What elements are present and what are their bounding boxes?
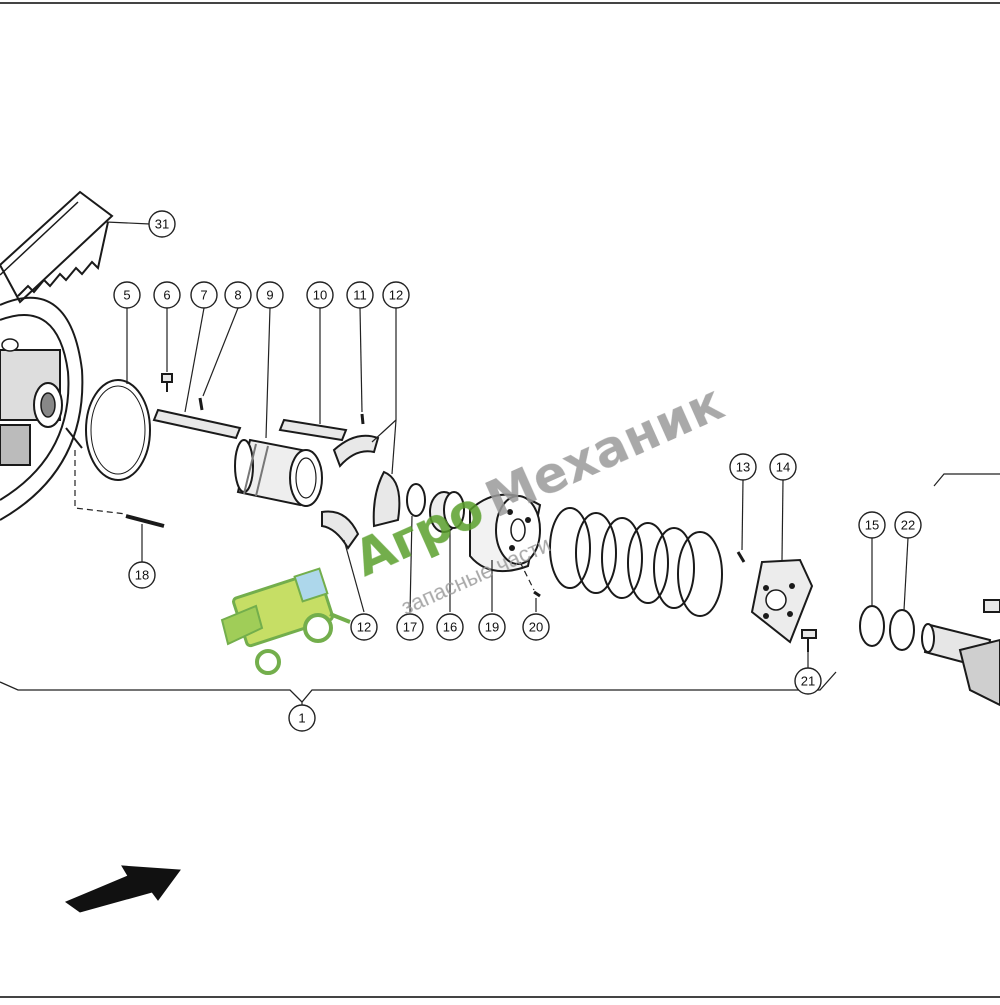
leader-11 [359, 307, 363, 413]
pin-part-13 [736, 551, 746, 563]
pin-part-8 [198, 397, 204, 411]
bolt-part-21 [801, 629, 817, 652]
bracket-top-right [933, 473, 1000, 487]
callout-16: 16 [436, 613, 464, 641]
combine-harvester-logo-icon [220, 567, 351, 675]
leader-9 [265, 307, 271, 439]
dash-18 [74, 450, 127, 515]
callout-15: 15 [858, 511, 886, 539]
leader-17 [409, 515, 413, 613]
callout-12-bottom: 12 [350, 613, 378, 641]
callout-18: 18 [128, 561, 156, 589]
callout-22: 22 [894, 511, 922, 539]
callout-10: 10 [306, 281, 334, 309]
callout-19: 19 [478, 613, 506, 641]
pulley-disc-part [0, 296, 84, 521]
callout-5: 5 [113, 281, 141, 309]
ring-part-17 [406, 483, 426, 517]
bracket-1 [0, 671, 837, 703]
callout-6: 6 [153, 281, 181, 309]
svg-text:16: 16 [443, 620, 457, 635]
shoe-part-12-mid [372, 470, 401, 528]
leader-13 [741, 479, 744, 551]
callout-8: 8 [224, 281, 252, 309]
direction-arrow-icon [64, 865, 181, 913]
callout-12-top: 12 [382, 281, 410, 309]
watermark-brand-mekhanik: Механик [477, 373, 732, 529]
svg-text:19: 19 [485, 620, 499, 635]
svg-text:15: 15 [865, 518, 879, 533]
leader-12-bottom [343, 539, 365, 613]
callout-14: 14 [769, 453, 797, 481]
callout-7: 7 [190, 281, 218, 309]
pin-part-18 [125, 514, 165, 528]
screw-part-20 [533, 590, 541, 598]
belt-part [0, 190, 114, 304]
plate-part-10 [278, 418, 348, 442]
svg-text:7: 7 [200, 288, 207, 303]
bushing-part-16 [429, 491, 465, 533]
callout-17: 17 [396, 613, 424, 641]
svg-text:12: 12 [357, 620, 371, 635]
svg-text:14: 14 [776, 460, 790, 475]
shoe-part-12-top [332, 434, 380, 468]
callout-9: 9 [256, 281, 284, 309]
bolt-part-6 [161, 373, 173, 392]
pin-part-11 [360, 413, 365, 425]
callout-1: 1 [288, 704, 316, 732]
hub-part-19 [469, 493, 542, 573]
ring-part-22 [889, 609, 915, 651]
callout-11: 11 [346, 281, 374, 309]
sleeve-part-9 [234, 438, 323, 507]
svg-text:20: 20 [529, 620, 543, 635]
svg-text:12: 12 [389, 288, 403, 303]
svg-text:31: 31 [155, 217, 169, 232]
bar-part-7 [152, 408, 242, 440]
svg-text:5: 5 [123, 288, 130, 303]
svg-text:13: 13 [736, 460, 750, 475]
svg-text:22: 22 [901, 518, 915, 533]
leader-12-top-branch1 [371, 419, 397, 443]
leader-12-top-branch2 [391, 419, 397, 475]
svg-text:6: 6 [163, 288, 170, 303]
leader-14 [781, 479, 784, 561]
svg-text:11: 11 [353, 288, 367, 303]
ring-part-5 [85, 379, 151, 481]
leader-8 [202, 307, 239, 397]
svg-text:18: 18 [135, 568, 149, 583]
shoe-part-12-bottom [321, 510, 360, 550]
leader-7 [184, 307, 205, 413]
svg-text:10: 10 [313, 288, 327, 303]
leader-31 [105, 221, 151, 225]
callout-21: 21 [794, 667, 822, 695]
callout-20: 20 [522, 613, 550, 641]
spring-part [549, 507, 723, 617]
ring-part-15 [859, 605, 885, 647]
ring-inner-5 [90, 385, 146, 475]
callout-31: 31 [148, 210, 176, 238]
svg-text:1: 1 [298, 711, 305, 726]
svg-text:8: 8 [234, 288, 241, 303]
shaft-assembly-part [921, 599, 1000, 707]
svg-text:21: 21 [801, 674, 815, 689]
svg-text:9: 9 [266, 288, 273, 303]
svg-text:17: 17 [403, 620, 417, 635]
dash-20 [519, 561, 535, 591]
callout-13: 13 [729, 453, 757, 481]
leader-22 [903, 537, 909, 611]
flange-part-14 [750, 558, 814, 644]
